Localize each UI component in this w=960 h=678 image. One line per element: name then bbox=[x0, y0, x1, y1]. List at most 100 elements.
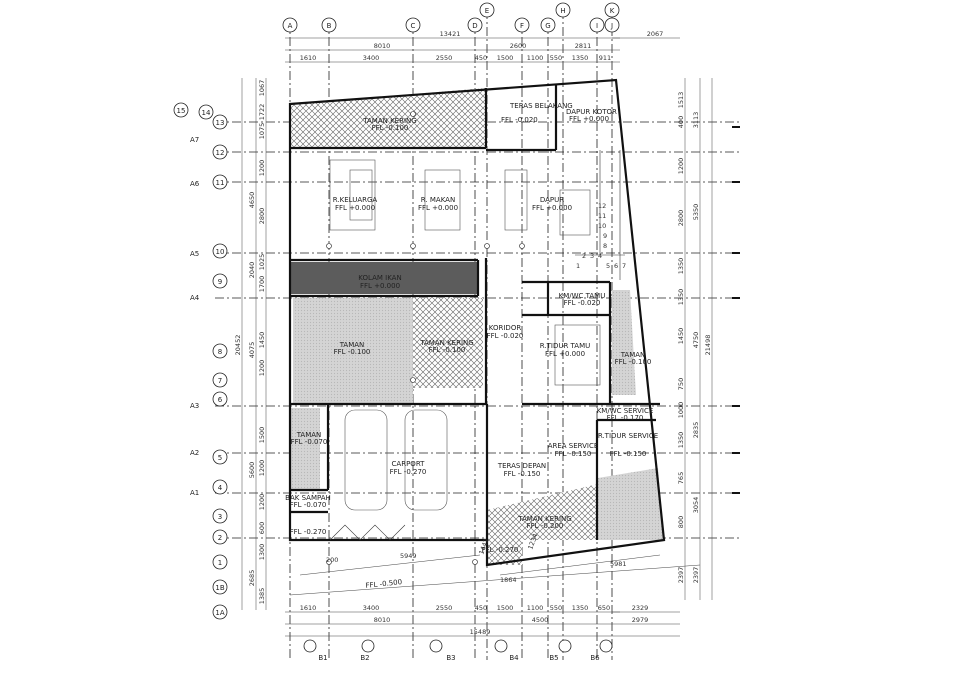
svg-text:13: 13 bbox=[216, 119, 225, 127]
column-markers bbox=[326, 111, 525, 565]
top-dimensions: 13421 2067 8010 2600 2811 1610 3400 2550… bbox=[285, 30, 680, 63]
room-taman-kering-top-name: TAMAN KERING bbox=[362, 117, 416, 125]
svg-text:4: 4 bbox=[218, 484, 223, 492]
row-bubble-14: 14 bbox=[198, 104, 214, 120]
room-area-service-name: AREA SERVICE bbox=[548, 442, 599, 450]
svg-text:650: 650 bbox=[598, 604, 610, 612]
room-area-service-level: FFL -0.150 bbox=[555, 450, 592, 458]
axis-b2: B2 bbox=[360, 654, 369, 662]
svg-text:1350: 1350 bbox=[677, 258, 685, 275]
row-bubble-8: 8 bbox=[212, 343, 228, 359]
room-teras-depan-level: FFL -0.150 bbox=[504, 470, 541, 478]
room-taman-kering-front-name: TAMAN KERING bbox=[517, 515, 571, 523]
svg-text:600: 600 bbox=[258, 522, 266, 534]
room-taman-right-name: TAMAN bbox=[620, 351, 646, 359]
dim-top-r3-1: 3400 bbox=[363, 54, 380, 62]
svg-text:2979: 2979 bbox=[632, 616, 649, 624]
row-bubble-13: 13 bbox=[212, 114, 228, 130]
row-bubble-2: 2 bbox=[212, 529, 228, 545]
top-grid-bubbles: A B C D E F G H I J K bbox=[282, 2, 620, 33]
axis-b6: B6 bbox=[590, 654, 600, 662]
svg-text:1A: 1A bbox=[215, 609, 224, 617]
svg-text:6: 6 bbox=[218, 396, 223, 404]
svg-text:5350: 5350 bbox=[692, 204, 700, 221]
svg-text:1025: 1025 bbox=[258, 254, 266, 271]
room-keluarga-name: R.KELUARGA bbox=[333, 196, 378, 204]
room-koridor-level: FFL -0.020 bbox=[487, 332, 524, 340]
dim-top-r3-5: 1100 bbox=[527, 54, 544, 62]
svg-text:1450: 1450 bbox=[677, 328, 685, 345]
room-kmwc-service-level: FFL -0.170 bbox=[607, 414, 644, 422]
svg-text:K: K bbox=[610, 7, 615, 15]
level-ffl-0270: FFL -0.270 bbox=[482, 546, 519, 554]
svg-text:1B: 1B bbox=[215, 584, 224, 592]
svg-text:2550: 2550 bbox=[436, 604, 453, 612]
svg-text:5: 5 bbox=[606, 262, 610, 270]
room-taman-kering-top-level: FFL -0.100 bbox=[372, 124, 409, 132]
room-taman-right-level: FFL -0.100 bbox=[615, 358, 652, 366]
room-makan-level: FFL +0.000 bbox=[418, 204, 458, 212]
service-garden bbox=[598, 468, 664, 540]
dim-top-overall: 13421 bbox=[440, 30, 461, 38]
dim-5949: 5949 bbox=[400, 552, 417, 560]
row-bubble-7: 7 bbox=[212, 372, 228, 388]
row-bubble-15: 15 bbox=[173, 102, 189, 118]
room-dapur-name: DAPUR bbox=[540, 196, 564, 204]
room-koridor-name: KORIDOR bbox=[489, 324, 522, 332]
dim-top-right: 2067 bbox=[647, 30, 664, 38]
svg-text:10: 10 bbox=[216, 248, 225, 256]
left-axis-markers: A7 A6 A5 A4 A3 A2 A1 bbox=[190, 136, 200, 497]
axis-a2: A2 bbox=[190, 449, 199, 457]
svg-text:2800: 2800 bbox=[677, 210, 685, 227]
dim-top-8010: 8010 bbox=[374, 42, 391, 50]
dim-top-2811: 2811 bbox=[575, 42, 592, 50]
room-dapur-kotor-level: FFL +0.000 bbox=[569, 115, 609, 123]
room-tidur-tamu-name: R.TIDUR TAMU bbox=[540, 342, 590, 350]
svg-text:1500: 1500 bbox=[497, 604, 514, 612]
room-teras-belakang-level: FFL -0.020 bbox=[501, 116, 538, 124]
svg-text:2800: 2800 bbox=[258, 208, 266, 225]
room-teras-depan-name: TERAS DEPAN bbox=[497, 462, 546, 470]
axis-b4: B4 bbox=[509, 654, 519, 662]
row-bubble-10: 10 bbox=[212, 243, 228, 259]
taman-right-garden bbox=[612, 290, 636, 395]
svg-text:9: 9 bbox=[603, 232, 607, 240]
svg-text:1200: 1200 bbox=[258, 494, 266, 511]
dim-5981: 5981 bbox=[610, 560, 627, 568]
taman-kering-front bbox=[487, 484, 598, 540]
svg-text:1100: 1100 bbox=[527, 604, 544, 612]
svg-text:D: D bbox=[472, 22, 477, 30]
svg-text:1000: 1000 bbox=[677, 402, 685, 419]
level-ffl-500: FFL -0.500 bbox=[365, 578, 402, 590]
svg-text:1700: 1700 bbox=[258, 276, 266, 293]
svg-text:E: E bbox=[485, 7, 489, 15]
room-taman-carport-level: FFL -0.070 bbox=[291, 438, 328, 446]
svg-text:12: 12 bbox=[598, 202, 606, 210]
room-kolam-ikan-level: FFL +0.000 bbox=[360, 282, 400, 290]
svg-text:9: 9 bbox=[218, 278, 222, 286]
room-kolam-ikan-name: KOLAM IKAN bbox=[358, 274, 401, 282]
svg-text:1200: 1200 bbox=[258, 360, 266, 377]
kolam-ikan-pond bbox=[290, 262, 478, 294]
svg-text:3113: 3113 bbox=[692, 112, 700, 129]
room-taman-left-name: TAMAN bbox=[339, 341, 365, 349]
grid-bubble-b: B bbox=[321, 17, 337, 33]
svg-text:1385: 1385 bbox=[258, 588, 266, 605]
svg-text:8010: 8010 bbox=[374, 616, 391, 624]
svg-text:3054: 3054 bbox=[692, 497, 700, 514]
right-dimensions: 1513 400 1200 2800 1350 1350 1450 750 10… bbox=[677, 78, 713, 600]
dim-bottom-overall: 15489 bbox=[470, 628, 491, 636]
axis-b1: B1 bbox=[318, 654, 327, 662]
room-kmwc-tamu-name: KM/WC TAMU bbox=[559, 292, 606, 300]
svg-text:10: 10 bbox=[598, 222, 606, 230]
grid-bubble-g: G bbox=[540, 17, 556, 33]
bottom-axis-markers: B1 B2 B3 B4 B5 B6 bbox=[303, 639, 613, 662]
svg-text:2397: 2397 bbox=[677, 567, 685, 584]
room-carport-level: FFL -0.270 bbox=[390, 468, 427, 476]
bottom-dimensions: 1610 3400 2550 450 1500 1100 550 1350 65… bbox=[285, 604, 680, 637]
svg-text:1: 1 bbox=[218, 559, 222, 567]
taman-left-garden bbox=[293, 298, 413, 404]
grid-bubble-h: H bbox=[555, 2, 571, 18]
row-bubble-5: 5 bbox=[212, 449, 228, 465]
